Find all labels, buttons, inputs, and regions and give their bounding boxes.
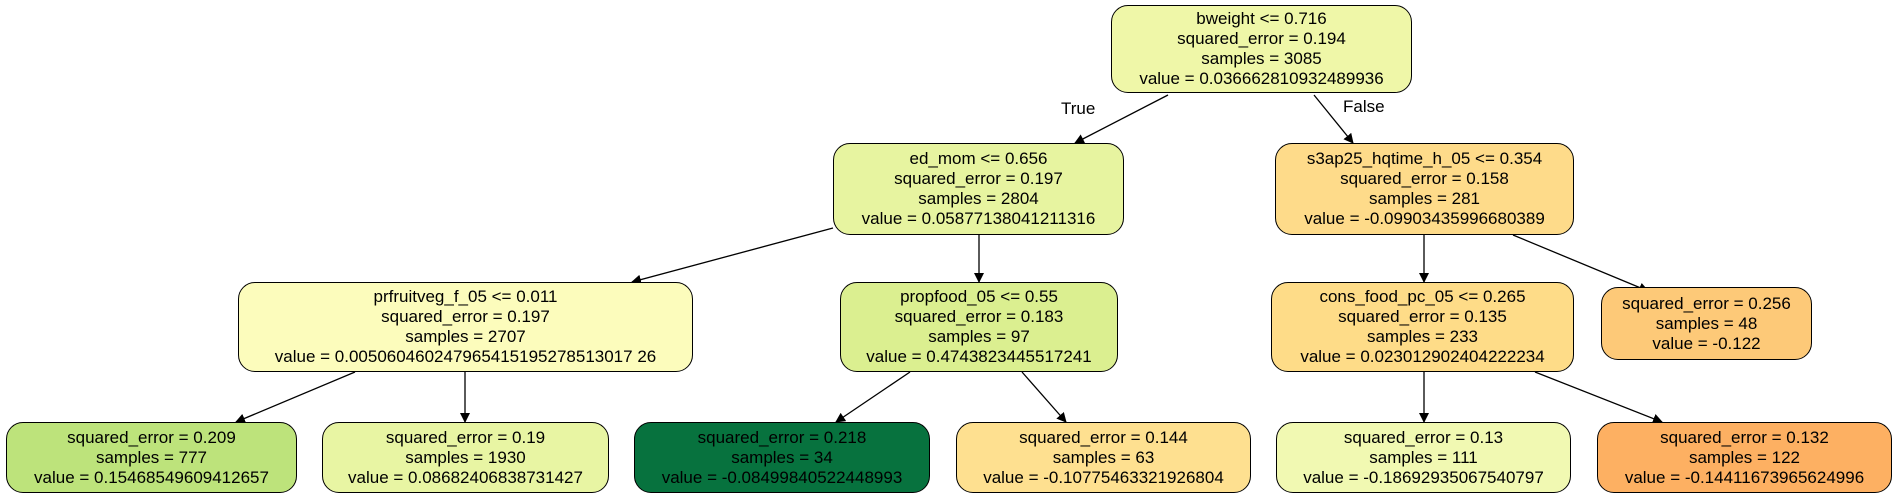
node-split-rule: cons_food_pc_05 <= 0.265 — [1319, 287, 1526, 306]
node-samples: samples = 233 — [1366, 327, 1479, 346]
tree-node-s3ap25-hqtime: s3ap25_hqtime_h_05 <= 0.354 squared_erro… — [1275, 143, 1574, 235]
edge-n2-n6 — [1512, 234, 1649, 293]
tree-node-propfood: propfood_05 <= 0.55 squared_error = 0.18… — [840, 282, 1118, 372]
node-squared-error: squared_error = 0.13 — [1343, 427, 1504, 447]
node-value: value = -0.09903435996680389 — [1304, 209, 1545, 228]
node-value: value = 0.05877138041211316 — [861, 209, 1096, 228]
node-squared-error: squared_error = 0.132 — [1660, 427, 1829, 447]
node-samples: samples = 281 — [1368, 189, 1481, 208]
node-split-rule: ed_mom <= 0.656 — [909, 149, 1048, 168]
node-squared-error: squared_error = 0.256 — [1622, 293, 1791, 313]
node-value: value = 0.005060460247965415195278513017… — [274, 347, 657, 366]
node-squared-error: squared_error = 0.197 — [894, 169, 1063, 188]
tree-node-prfruitveg: prfruitveg_f_05 <= 0.011 squared_error =… — [238, 282, 693, 372]
edge-n3-n7 — [235, 371, 356, 424]
node-samples: samples = 2804 — [918, 189, 1039, 208]
node-squared-error: squared_error = 0.19 — [385, 427, 546, 447]
node-samples: samples = 97 — [928, 327, 1030, 346]
tree-leaf: squared_error = 0.209 samples = 777 valu… — [6, 422, 297, 493]
node-samples: samples = 777 — [95, 447, 208, 467]
node-value: value = 0.023012902404222234 — [1300, 347, 1545, 366]
node-split-rule: propfood_05 <= 0.55 — [900, 287, 1058, 306]
node-value: value = 0.036662810932489936 — [1139, 69, 1384, 88]
edge-label-true: True — [1061, 99, 1096, 118]
edge-n4-n9 — [835, 371, 911, 423]
tree-leaf: squared_error = 0.13 samples = 111 value… — [1276, 422, 1571, 493]
node-samples: samples = 3085 — [1201, 49, 1322, 68]
edge-label-false: False — [1343, 97, 1385, 116]
tree-leaf: squared_error = 0.256 samples = 48 value… — [1601, 287, 1812, 360]
node-squared-error: squared_error = 0.158 — [1340, 169, 1509, 188]
edge-n4-n10 — [1021, 371, 1067, 423]
node-samples: samples = 48 — [1655, 313, 1758, 333]
node-squared-error: squared_error = 0.144 — [1019, 427, 1188, 447]
node-value: value = -0.10775463321926804 — [983, 467, 1224, 487]
node-squared-error: squared_error = 0.183 — [894, 307, 1064, 326]
node-value: value = -0.122 — [1652, 333, 1761, 353]
node-value: value = -0.08499840522448993 — [661, 467, 903, 487]
tree-node-root: bweight <= 0.716 squared_error = 0.194 s… — [1111, 5, 1412, 93]
node-squared-error: squared_error = 0.209 — [67, 427, 236, 447]
node-value: value = -0.18692935067540797 — [1303, 467, 1544, 487]
node-samples: samples = 34 — [731, 447, 833, 467]
node-value: value = 0.15468549609412657 — [34, 467, 269, 487]
node-value: value = -0.14411673965624996 — [1624, 467, 1865, 487]
node-samples: samples = 63 — [1052, 447, 1155, 467]
tree-leaf: squared_error = 0.144 samples = 63 value… — [956, 422, 1251, 493]
tree-leaf: squared_error = 0.132 samples = 122 valu… — [1597, 422, 1892, 493]
edge-n0-n2 — [1313, 94, 1354, 144]
node-squared-error: squared_error = 0.135 — [1338, 307, 1507, 326]
node-split-rule: prfruitveg_f_05 <= 0.011 — [373, 287, 558, 306]
edge-n1-n3 — [631, 227, 834, 285]
node-samples: samples = 1930 — [405, 447, 526, 467]
node-value: value = 0.4743823445517241 — [866, 347, 1092, 366]
node-squared-error: squared_error = 0.194 — [1177, 29, 1346, 48]
node-samples: samples = 122 — [1688, 447, 1801, 467]
edge-n5-n12 — [1534, 371, 1663, 424]
node-value: value = 0.08682406838731427 — [348, 467, 583, 487]
node-split-rule: bweight <= 0.716 — [1196, 9, 1327, 28]
tree-leaf: squared_error = 0.19 samples = 1930 valu… — [322, 422, 609, 493]
node-samples: samples = 2707 — [405, 327, 526, 346]
tree-node-ed-mom: ed_mom <= 0.656 squared_error = 0.197 sa… — [833, 143, 1124, 235]
node-squared-error: squared_error = 0.218 — [697, 427, 867, 447]
tree-leaf: squared_error = 0.218 samples = 34 value… — [634, 422, 930, 493]
node-samples: samples = 111 — [1369, 447, 1478, 467]
node-squared-error: squared_error = 0.197 — [381, 307, 550, 326]
tree-node-cons-food: cons_food_pc_05 <= 0.265 squared_error =… — [1271, 282, 1574, 372]
edge-n0-n1 — [1074, 94, 1169, 144]
node-split-rule: s3ap25_hqtime_h_05 <= 0.354 — [1306, 149, 1543, 168]
